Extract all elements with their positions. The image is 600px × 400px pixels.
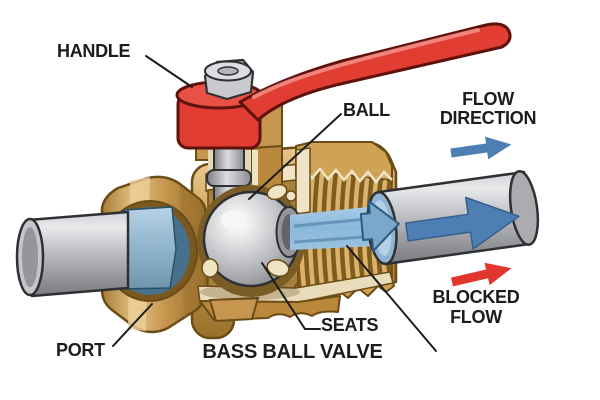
right-pipe-end-cap	[508, 170, 540, 246]
threads-leader-line	[346, 245, 437, 352]
handle-lever	[238, 22, 512, 122]
seats-leader-line	[261, 262, 321, 330]
blocked-flow-label: BLOCKED FLOW	[415, 287, 537, 327]
handle-label: HANDLE	[57, 41, 131, 61]
ball-leader-line	[248, 113, 342, 200]
ball-highlight	[221, 210, 247, 230]
ball-assembly	[197, 183, 305, 300]
handle-leader-line	[145, 55, 193, 88]
pipe-flow-arrow-icon	[404, 196, 520, 250]
internal-flow-arrow-icon	[359, 200, 400, 253]
leader-lines	[112, 55, 437, 352]
seats-label: SEATS	[321, 315, 379, 335]
port-leader-line	[112, 303, 153, 347]
blocked-flow-line2: FLOW	[450, 307, 502, 327]
stem-nut	[203, 58, 255, 101]
handle	[175, 22, 512, 150]
flow-direction-line2: DIRECTION	[439, 108, 537, 128]
blocked-flow-line1: BLOCKED	[432, 287, 520, 307]
blocked-flow-arrow-icon	[450, 262, 512, 287]
flow-direction-label: FLOW DIRECTION	[427, 90, 549, 128]
port-label: PORT	[56, 340, 105, 360]
left-pipe	[15, 206, 177, 298]
diagram-title: BASS BALL VALVE	[202, 341, 383, 363]
ball-label: BALL	[343, 100, 390, 120]
seats	[201, 183, 290, 278]
flow-direction-line1: FLOW	[462, 89, 514, 109]
flow-direction-arrow-icon	[450, 136, 512, 160]
left-pipe-water-section	[123, 206, 177, 290]
